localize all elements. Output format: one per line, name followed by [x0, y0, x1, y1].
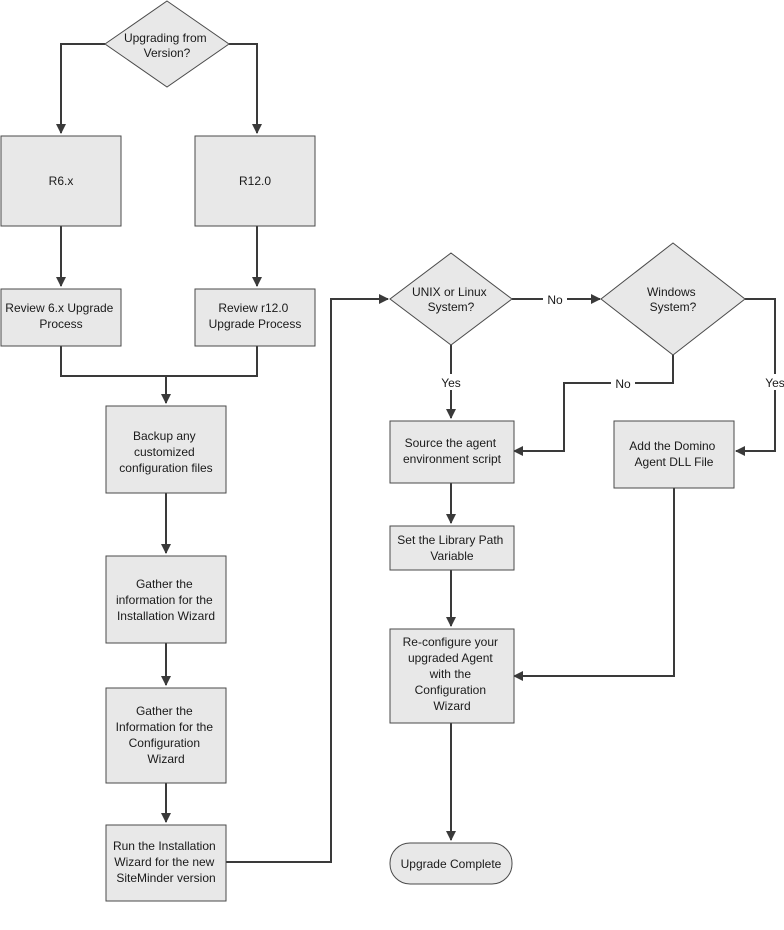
label-gather-config: Gather the Information for the Configura…	[116, 704, 217, 766]
process-review-6x	[0, 288, 122, 347]
node-labels: Upgrading from Version? R6.x R12.0 Revie…	[5, 31, 718, 885]
process-gather-config-info	[105, 687, 227, 784]
label-reconfigure: Re-configure your upgraded Agent with th…	[403, 635, 502, 713]
label-r6x: R6.x	[49, 174, 74, 188]
decision-unix-or-linux	[389, 252, 513, 346]
connector-windows-no-to-source	[513, 355, 674, 456]
label-run-installation: Run the Installation Wizard for the new …	[113, 839, 219, 885]
label-upgrade-complete: Upgrade Complete	[401, 857, 502, 871]
connector-decision-to-r12	[229, 43, 262, 134]
label-windows: Windows System?	[647, 285, 699, 314]
process-review-r12	[194, 288, 316, 347]
edge-labels: No Yes No Yes	[437, 291, 784, 391]
process-gather-install-info	[105, 555, 227, 644]
connector-decision-to-r6x	[56, 43, 105, 134]
connector-dll-to-reconfigure	[513, 488, 675, 681]
label-gather-install: Gather the information for the Installat…	[116, 577, 216, 623]
process-add-domino-dll	[613, 420, 735, 489]
edge-label-windows-yes: Yes	[765, 376, 784, 390]
process-reconfigure-agent	[389, 628, 515, 724]
edge-label-unix-no: No	[547, 293, 563, 307]
decision-upgrading-from-version	[104, 0, 230, 88]
edge-label-windows-no: No	[615, 377, 631, 391]
label-unix-linux: UNIX or Linux System?	[412, 285, 490, 314]
process-set-library-path	[389, 525, 515, 571]
label-review-r12: Review r12.0 Upgrade Process	[209, 301, 302, 331]
process-source-agent-script	[389, 420, 515, 484]
label-r12: R12.0	[239, 174, 271, 188]
label-source-script: Source the agent environment script	[403, 436, 502, 466]
decision-windows-system	[600, 242, 746, 356]
label-upgrading-from: Upgrading from Version?	[124, 31, 210, 60]
connector-run-to-unix-decision	[226, 294, 389, 863]
edge-label-unix-yes: Yes	[441, 376, 461, 390]
terminator-upgrade-complete	[389, 842, 513, 885]
label-set-library: Set the Library Path Variable	[397, 533, 506, 563]
process-backup-config	[105, 405, 227, 494]
label-backup: Backup any customized configuration file…	[119, 429, 212, 475]
process-r12	[194, 135, 316, 227]
process-run-installation-wizard	[105, 824, 227, 902]
label-review-6x: Review 6.x Upgrade Process	[5, 301, 116, 331]
label-add-dll: Add the Domino Agent DLL File	[629, 439, 718, 469]
nodes	[0, 0, 746, 902]
connector-reviews-merge	[60, 346, 258, 377]
process-r6x	[0, 135, 122, 227]
